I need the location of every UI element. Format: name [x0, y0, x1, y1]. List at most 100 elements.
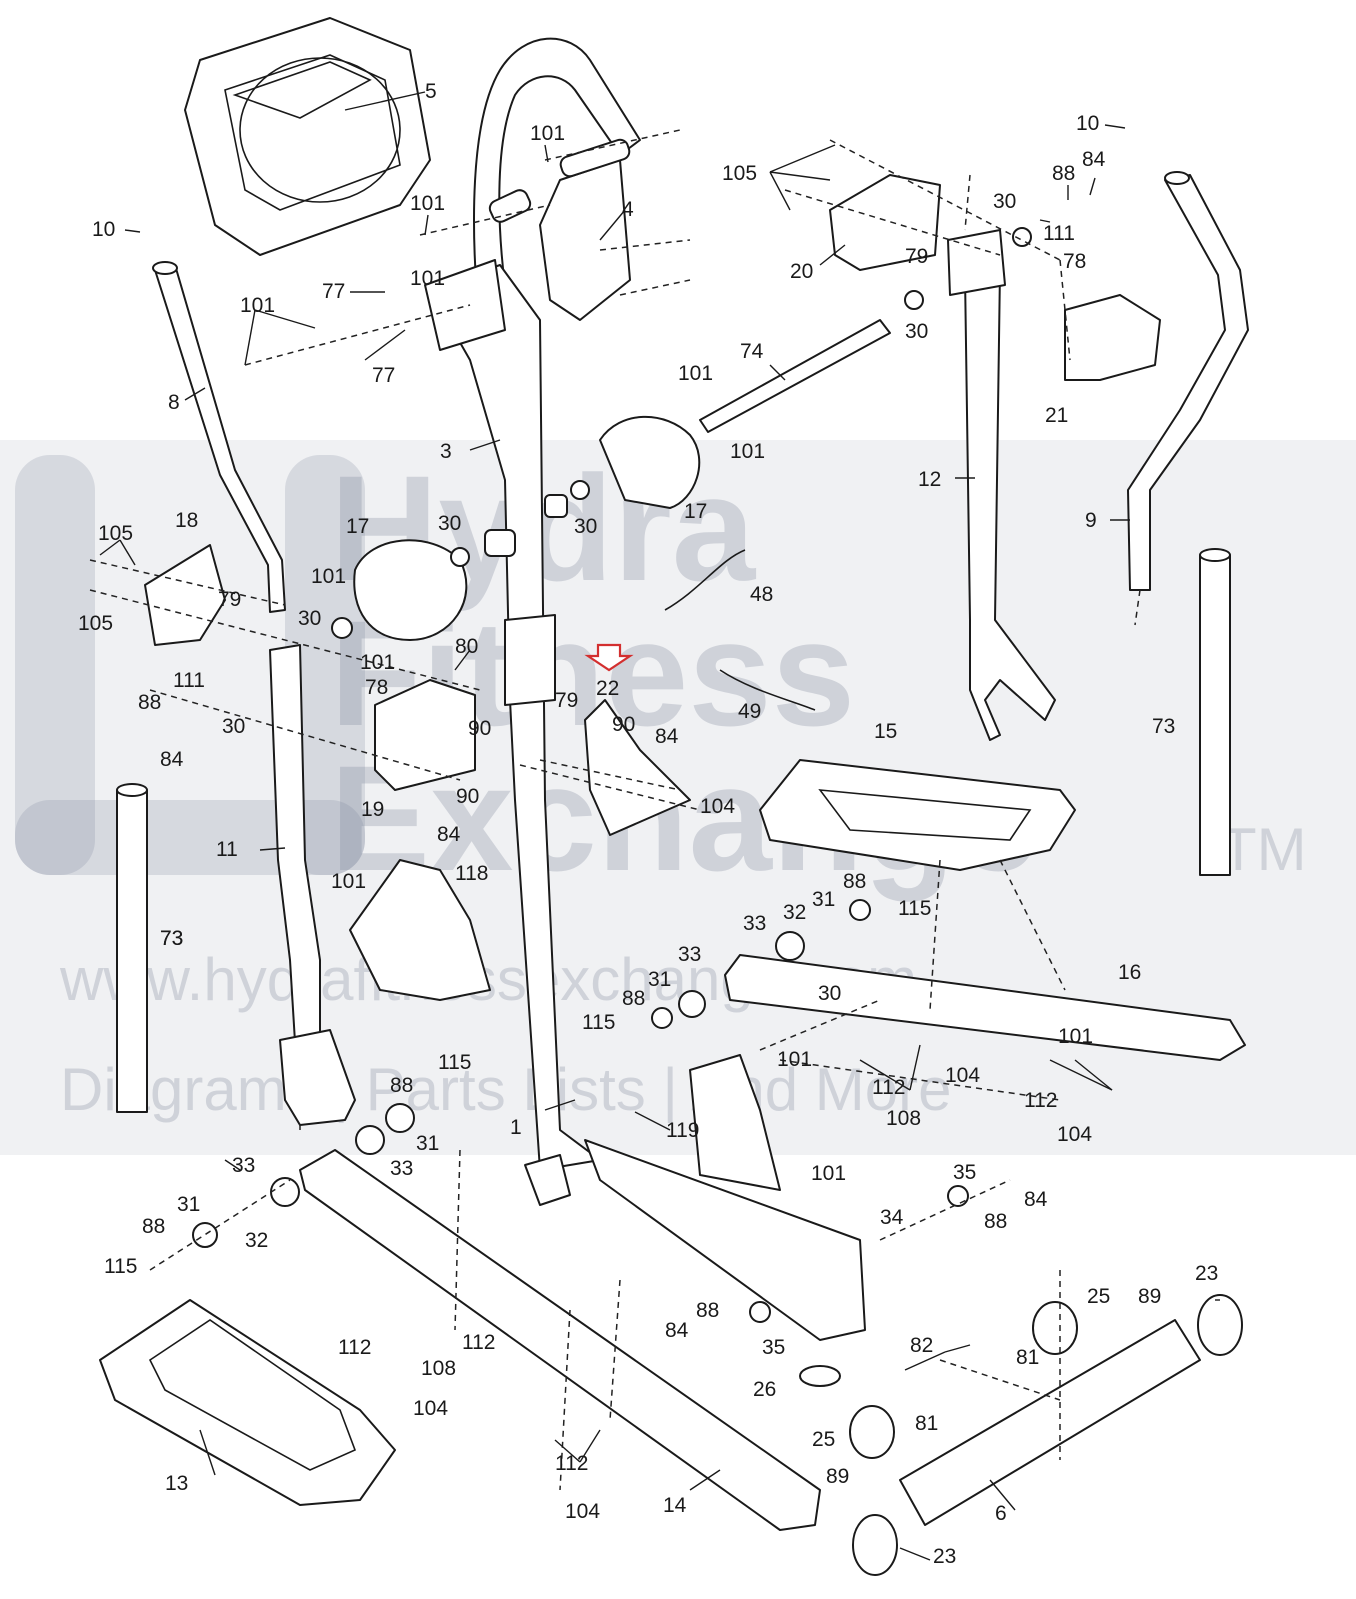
part-number-label: 31	[812, 888, 835, 911]
part-number-label: 115	[438, 1051, 471, 1074]
shroud-19-part	[374, 679, 476, 791]
part-number-label: 104	[565, 1500, 600, 1523]
highlight-arrow	[584, 643, 634, 672]
part-number-label: 30	[438, 512, 461, 535]
shroud-118-part	[349, 859, 491, 1001]
part-number-label: 105	[98, 522, 133, 545]
pedal-15-part	[759, 759, 1076, 871]
part-number-label: 79	[218, 588, 241, 611]
part-number-label: 88	[390, 1074, 413, 1097]
watermark-tagline: Diagrams | Parts Lists | And More	[60, 1056, 951, 1123]
part-number-label: 88	[622, 987, 645, 1010]
part-number-label: 19	[361, 798, 384, 821]
part-number-label: 88	[843, 870, 866, 893]
part-number-label: 111	[173, 669, 205, 692]
right-arm-part	[947, 171, 1249, 741]
part-number-label: 26	[753, 1378, 776, 1401]
part-number-label: 77	[372, 364, 395, 387]
shroud-21-part	[1064, 294, 1161, 381]
part-number-label: 35	[762, 1336, 785, 1359]
part-number-label: 33	[678, 943, 701, 966]
part-number-label: 78	[365, 676, 388, 699]
base-bracket-part	[524, 1154, 571, 1206]
part-number-label: 6	[995, 1502, 1007, 1525]
part-number-label: 30	[574, 515, 597, 538]
part-number-label: 112	[462, 1331, 495, 1354]
part-number-label: 30	[818, 982, 841, 1005]
part-number-label: 88	[142, 1215, 165, 1238]
part-number-label: 118	[455, 862, 488, 885]
pedal-13-part	[99, 1299, 396, 1506]
part-number-label: 115	[582, 1011, 615, 1034]
part-number-label: 112	[338, 1336, 371, 1359]
part-number-label: 101	[311, 565, 346, 588]
part-number-label: 17	[684, 500, 707, 523]
tube-73-part	[116, 548, 1231, 1113]
part-number-label: 74	[740, 340, 764, 363]
cable-48-part	[664, 549, 746, 611]
part-number-label: 5	[425, 80, 437, 103]
part-number-label: 23	[1195, 1262, 1218, 1285]
part-number-label: 111	[1043, 222, 1075, 245]
part-number-label: 115	[104, 1255, 137, 1278]
part-number-label: 115	[898, 897, 931, 920]
part-number-label: 88	[138, 691, 161, 714]
part-number-label: 88	[696, 1299, 719, 1322]
shroud-20-part	[829, 174, 941, 271]
part-number-label: 90	[456, 785, 479, 808]
part-number-label: 11	[216, 838, 238, 861]
part-number-label: 30	[905, 320, 928, 343]
part-number-label: 33	[743, 912, 766, 935]
part-number-label: 31	[416, 1132, 439, 1155]
part-number-label: 34	[880, 1206, 904, 1229]
part-number-label: 84	[665, 1319, 689, 1342]
part-number-label: 104	[945, 1064, 980, 1087]
pedal-arm-16-part	[724, 954, 1246, 1061]
part-number-label: 20	[790, 260, 813, 283]
part-number-label: 101	[730, 440, 765, 463]
part-number-label: 112	[872, 1076, 905, 1099]
part-number-label: 77	[322, 280, 345, 303]
part-number-label: 78	[1063, 250, 1086, 273]
part-number-label: 31	[648, 968, 671, 991]
part-number-label: 104	[1057, 1123, 1092, 1146]
cable-49-part	[719, 669, 816, 711]
part-number-label: 10	[92, 218, 115, 241]
handlebar-upper-part	[473, 37, 641, 331]
part-number-label: 79	[555, 689, 578, 712]
part-number-label: 17	[346, 515, 369, 538]
part-number-label: 112	[1024, 1089, 1057, 1112]
part-number-label: 33	[232, 1154, 255, 1177]
part-number-label: 101	[777, 1048, 812, 1071]
shroud-119-part	[689, 1054, 781, 1191]
part-number-label: 32	[245, 1229, 268, 1252]
part-number-label: 90	[612, 713, 635, 736]
shroud-17-right-part	[599, 415, 701, 509]
part-number-label: 89	[1138, 1285, 1161, 1308]
part-number-label: 89	[826, 1465, 849, 1488]
assembly-lines	[89, 129, 1141, 1491]
part-number-label: 90	[468, 717, 491, 740]
part-number-label: 84	[1082, 148, 1106, 171]
part-number-label: 88	[984, 1210, 1007, 1233]
part-number-label: 108	[886, 1107, 921, 1130]
part-number-label: 73	[160, 927, 183, 950]
part-number-label: 33	[390, 1157, 413, 1180]
part-number-label: 9	[1085, 509, 1097, 532]
pedal-arm-14-part	[299, 1149, 821, 1531]
part-number-label: 101	[410, 192, 445, 215]
part-number-label: 14	[663, 1494, 687, 1517]
part-number-label: 101	[360, 651, 395, 674]
wheels-caps-part	[849, 1294, 1243, 1576]
part-number-label: 101	[240, 294, 275, 317]
part-number-label: 73	[1152, 715, 1175, 738]
part-number-label: 101	[678, 362, 713, 385]
shroud-17-left-part	[353, 539, 468, 641]
bushings-part	[331, 227, 1032, 639]
part-number-label: 101	[1058, 1025, 1093, 1048]
part-number-label: 108	[421, 1357, 456, 1380]
part-number-label: 101	[331, 870, 366, 893]
part-number-label: 105	[722, 162, 757, 185]
part-number-label: 84	[160, 748, 184, 771]
